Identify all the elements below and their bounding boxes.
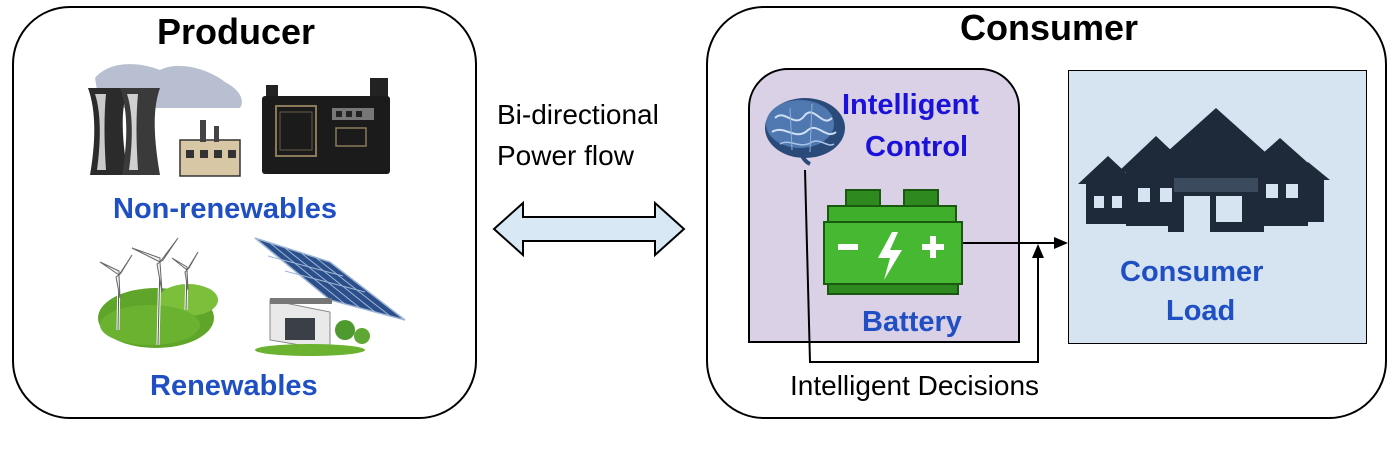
generator-icon bbox=[262, 78, 390, 174]
producer-panel bbox=[12, 6, 477, 419]
flow-label-line1: Bi-directional bbox=[497, 99, 659, 130]
power-plant-icon bbox=[88, 64, 242, 177]
consumer-title: Consumer bbox=[960, 7, 1139, 48]
intelligent-decisions-label: Intelligent Decisions bbox=[790, 370, 1040, 401]
intelligent-control-line1: Intelligent bbox=[842, 89, 979, 121]
wind-turbines-icon bbox=[98, 237, 218, 348]
houses-icon bbox=[1078, 108, 1330, 232]
decisions-arrowhead bbox=[1032, 244, 1044, 258]
brain-icon bbox=[765, 98, 845, 166]
solar-panels-icon bbox=[254, 237, 406, 356]
producer-title: Producer bbox=[157, 11, 316, 52]
car-battery-icon bbox=[823, 189, 963, 295]
consumer-load-line1: Consumer bbox=[1120, 256, 1264, 288]
consumer-load-line2: Load bbox=[1166, 295, 1236, 327]
bidirectional-arrow bbox=[492, 200, 686, 258]
flow-label-line2: Power flow bbox=[497, 140, 634, 171]
battery-label: Battery bbox=[862, 306, 962, 338]
battery-to-load-arrow bbox=[963, 237, 1068, 249]
nonrenewables-label: Non-renewables bbox=[113, 193, 337, 225]
decisions-connector bbox=[804, 169, 1039, 363]
intelligent-control-line2: Control bbox=[865, 131, 969, 163]
renewables-label: Renewables bbox=[150, 370, 318, 402]
